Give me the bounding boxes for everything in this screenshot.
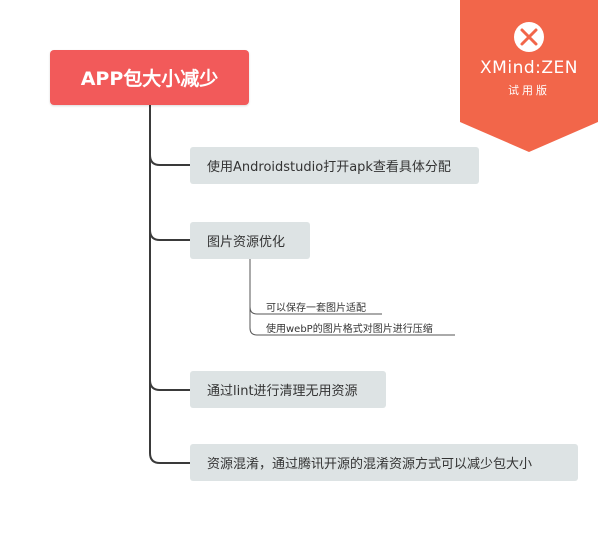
topic-resource-obfuscation[interactable]: 资源混淆，通过腾讯开源的混淆资源方式可以减少包大小: [190, 444, 578, 481]
trial-badge: XMind:ZEN 试用版: [460, 0, 598, 152]
badge-edition-text: 试用版: [508, 84, 550, 97]
subtopic-webp-compression[interactable]: 使用webP的图片格式对图片进行压缩: [266, 324, 433, 335]
branch-line-3: [149, 379, 190, 391]
badge-ribbon-shape: [460, 0, 598, 152]
topic-lint-cleanup[interactable]: 通过lint进行清理无用资源: [190, 371, 386, 408]
badge-brand-text: XMind:ZEN: [480, 58, 578, 78]
subtopic-single-image-set[interactable]: 可以保存一套图片适配: [266, 303, 366, 314]
sub-trunk-line: [249, 259, 455, 336]
topic-androidstudio-apk[interactable]: 使用Androidstudio打开apk查看具体分配: [190, 147, 479, 184]
topic-image-optimization[interactable]: 图片资源优化: [190, 222, 310, 259]
main-trunk-line: [149, 105, 190, 464]
xmind-logo-icon: [514, 22, 544, 52]
sub-branch-line-1: [249, 306, 382, 315]
root-topic[interactable]: APP包大小减少: [50, 50, 249, 105]
branch-line-1: [149, 154, 190, 166]
branch-line-2: [149, 229, 190, 241]
